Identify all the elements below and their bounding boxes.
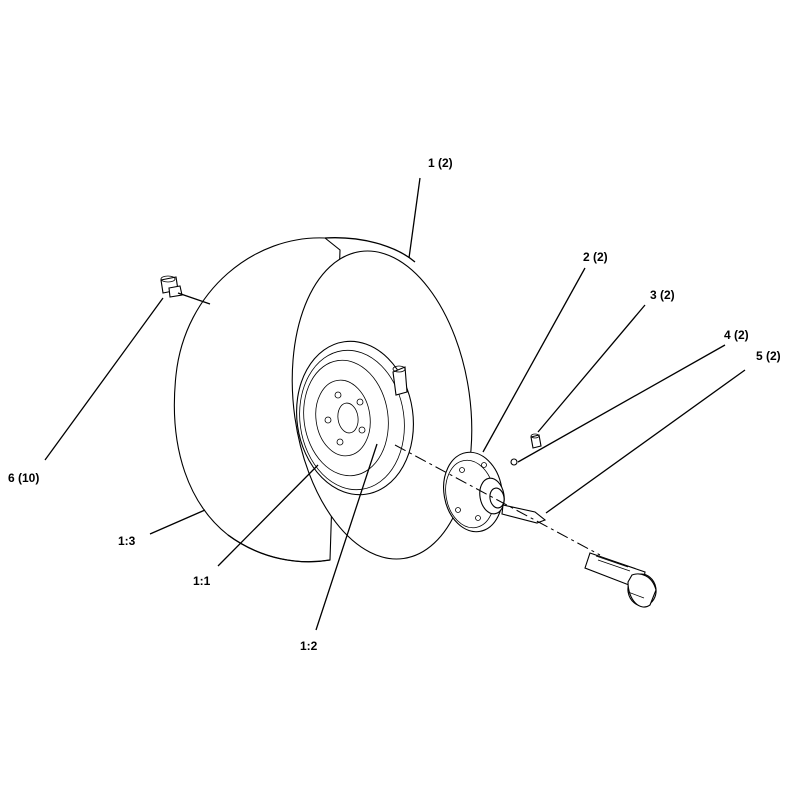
leader-lines xyxy=(44,177,746,631)
leader-1 xyxy=(408,177,421,259)
callout-3: 3 (2) xyxy=(650,288,675,302)
wheel-bolt xyxy=(160,275,183,298)
leader-6 xyxy=(44,297,164,461)
axle xyxy=(584,552,657,608)
callout-5: 5 (2) xyxy=(756,349,781,363)
leader-1-1 xyxy=(217,464,319,567)
callout-1: 1 (2) xyxy=(428,156,453,170)
leader-5 xyxy=(545,369,746,514)
leader-bolt-tire xyxy=(177,292,211,305)
leader-1-3 xyxy=(149,509,206,535)
callout-1-1: 1:1 xyxy=(193,574,211,588)
callout-labels: 1 (2) 2 (2) 3 (2) 4 (2) 5 (2) 6 (10) 1:1… xyxy=(8,156,781,653)
callout-1-3: 1:3 xyxy=(118,534,136,548)
leader-2 xyxy=(482,267,586,453)
callout-2: 2 (2) xyxy=(583,250,608,264)
valve-stem xyxy=(392,365,408,396)
wheel-hub xyxy=(443,451,505,533)
callout-4: 4 (2) xyxy=(724,328,749,342)
leader-1-2 xyxy=(315,443,378,631)
washer xyxy=(510,458,518,466)
callout-6: 6 (10) xyxy=(8,471,39,485)
leader-3 xyxy=(537,304,646,433)
grease-fitting xyxy=(530,433,542,449)
wheel-rim xyxy=(296,340,414,496)
callout-1-2: 1:2 xyxy=(300,639,318,653)
center-axis-line xyxy=(394,444,601,556)
leader-4 xyxy=(517,344,726,463)
